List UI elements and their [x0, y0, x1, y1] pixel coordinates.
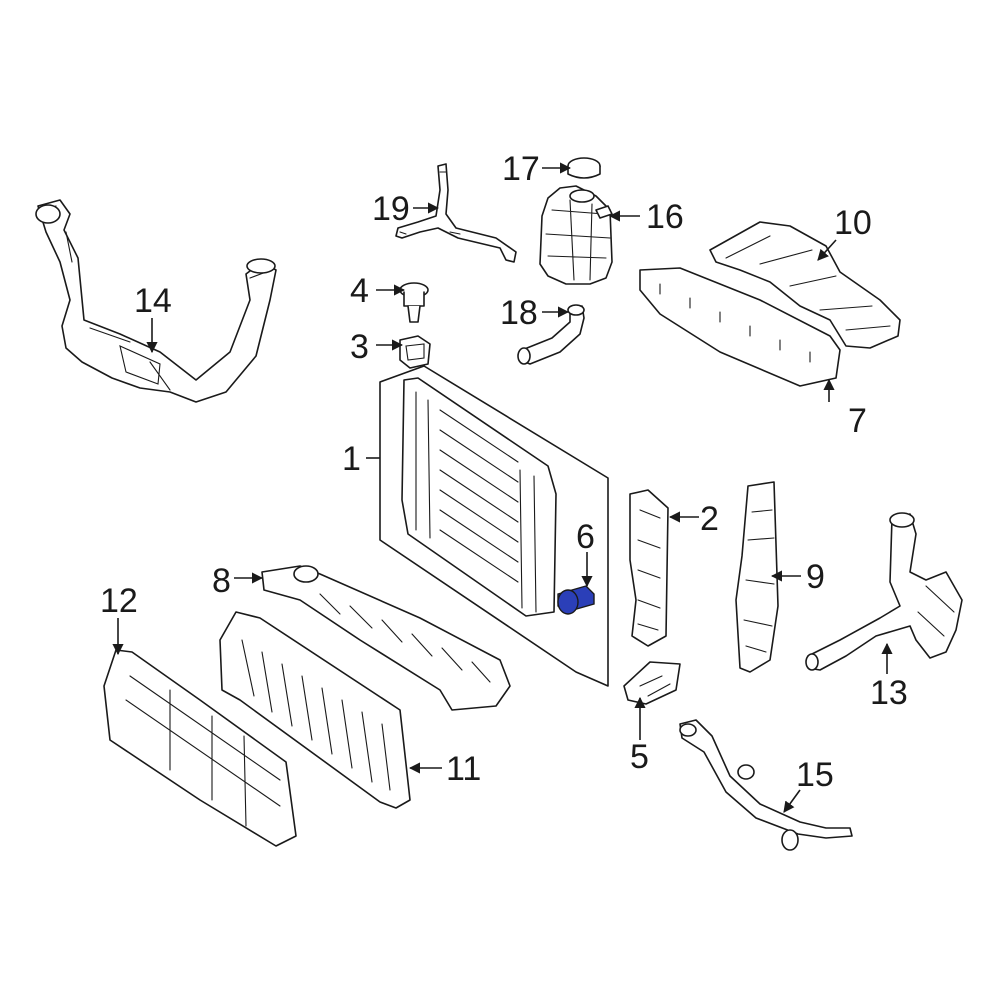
callout-16: 16: [646, 198, 684, 236]
part-7-air-guide: [639, 267, 841, 387]
callout-10: 10: [834, 204, 872, 242]
leaders: [112, 162, 893, 813]
part-8-lower-guide: [261, 565, 511, 711]
part-19-coolant-line: [395, 163, 517, 263]
part-18-small-hose: [517, 304, 585, 365]
part-17-cap: [567, 157, 601, 179]
callout-15: 15: [796, 756, 834, 794]
callout-1: 1: [342, 440, 361, 478]
part-10-air-duct: [709, 221, 901, 349]
part-2-side-seal: [629, 489, 669, 647]
part-11-shutter-frame: [219, 611, 411, 809]
part-16-expansion-tank: [539, 185, 613, 285]
callout-19: 19: [372, 190, 410, 228]
part-4-mount-pin: [399, 282, 429, 323]
callout-14: 14: [134, 282, 172, 320]
part-12-front-frame: [103, 649, 297, 847]
part-1-radiator: [379, 365, 609, 687]
callout-8: 8: [212, 562, 231, 600]
callout-9: 9: [806, 558, 825, 596]
callout-17: 17: [502, 150, 540, 188]
callout-labels: 1 2 3 4 5 6 7 8 9 10 11 12 13 14 15 16 1…: [100, 150, 908, 794]
callout-12: 12: [100, 582, 138, 620]
part-15-coolant-pipe: [679, 719, 853, 851]
callout-4: 4: [350, 272, 369, 310]
part-13-lower-hose: [805, 512, 963, 671]
callout-7: 7: [848, 402, 867, 440]
callout-6: 6: [576, 518, 595, 556]
callout-5: 5: [630, 738, 649, 776]
part-5-bracket: [623, 661, 681, 705]
part-14-upper-hose: [35, 199, 277, 403]
callout-13: 13: [870, 674, 908, 712]
callout-2: 2: [700, 500, 719, 538]
callout-18: 18: [500, 294, 538, 332]
callout-3: 3: [350, 328, 369, 366]
part-3-mount: [399, 335, 431, 369]
part-9-side-guide: [735, 481, 779, 673]
callout-11: 11: [446, 750, 481, 788]
